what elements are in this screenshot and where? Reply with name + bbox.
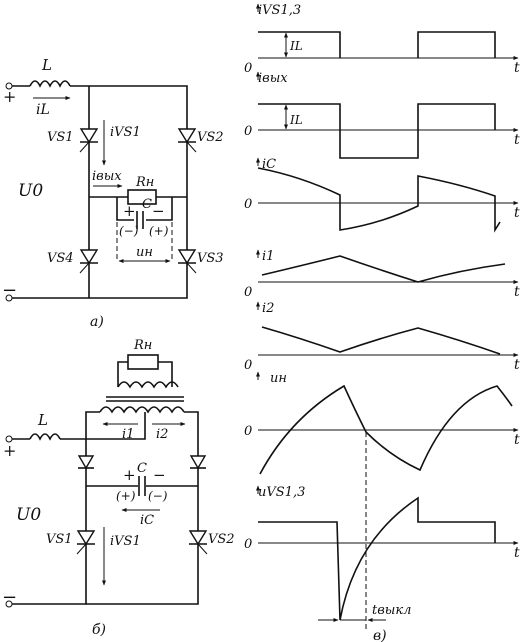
label-c-a: C bbox=[142, 197, 152, 212]
zero-label-un: 0 bbox=[244, 424, 252, 439]
zero-label-i2: 0 bbox=[244, 358, 252, 373]
rails-a bbox=[12, 85, 188, 299]
ylabel-i1: i1 bbox=[262, 249, 274, 264]
label-ivyx-a: iвых bbox=[92, 169, 122, 184]
zero-label-ivs13: 0 bbox=[244, 61, 252, 76]
ylabel-ic: iC bbox=[262, 157, 276, 172]
zero-label-i1: 0 bbox=[244, 285, 252, 300]
label-un-a: uн bbox=[136, 245, 153, 260]
ylabel-un: uн bbox=[270, 371, 287, 386]
ylabel-ivs13: iVS1,3 bbox=[258, 3, 301, 18]
label-rn-b: Rн bbox=[133, 338, 152, 353]
label-cap-alt-right-a: (+) bbox=[149, 224, 169, 238]
label-cap-alt-left-b: (+) bbox=[116, 489, 136, 503]
thyristor-vs3-a bbox=[177, 249, 197, 274]
trace-i2 bbox=[261, 326, 501, 355]
t-label-i2: t bbox=[514, 357, 520, 373]
t-label-uvs13: t bbox=[514, 545, 520, 561]
label-plus-a: + bbox=[3, 87, 16, 106]
label-plus-b: + bbox=[3, 441, 16, 460]
label-ivs1-b: iVS1 bbox=[110, 534, 141, 549]
label-cap-plus-b: + bbox=[123, 466, 136, 484]
thyristor-vs1-a bbox=[79, 128, 99, 153]
thyristor-vs4-a bbox=[79, 249, 99, 274]
label-ic-b: iC bbox=[140, 513, 154, 528]
label-cap-minus-b: − bbox=[153, 466, 166, 484]
label-u0-b: U0 bbox=[16, 505, 41, 525]
inductor-l-b bbox=[29, 433, 61, 441]
trace-ivs13 bbox=[258, 31, 496, 58]
ylabel-i2: i2 bbox=[262, 301, 274, 316]
thyristor-upper-left-b bbox=[77, 455, 95, 470]
t-label-ivyx: t bbox=[514, 132, 520, 148]
trace-un bbox=[259, 384, 513, 475]
il-label-2: IL bbox=[289, 113, 303, 127]
label-vs2-a: VS2 bbox=[197, 130, 224, 145]
label-vs4-a: VS4 bbox=[47, 251, 74, 266]
label-minus-a: − bbox=[2, 280, 17, 301]
label-ivs1-a: iVS1 bbox=[110, 125, 141, 140]
label-t-off: tвыкл bbox=[372, 603, 411, 618]
label-cap-alt-left-a: (−) bbox=[119, 224, 139, 238]
caption-a: а) bbox=[90, 314, 104, 330]
label-i2-b: i2 bbox=[156, 427, 168, 442]
t-label-i1: t bbox=[514, 284, 520, 300]
circuit-a bbox=[5, 80, 197, 302]
zero-label-ivyx: 0 bbox=[244, 124, 252, 139]
label-il-a: iL bbox=[36, 102, 50, 118]
label-cap-plus-a: + bbox=[123, 202, 136, 220]
label-rn-a: Rн bbox=[135, 175, 154, 190]
label-c-b: C bbox=[137, 461, 147, 476]
label-i1-b: i1 bbox=[122, 427, 134, 442]
trace-uvs13 bbox=[258, 496, 496, 621]
t-label-ic: t bbox=[514, 205, 520, 221]
thyristor-vs2-b bbox=[188, 530, 208, 555]
label-vs1-a: VS1 bbox=[47, 130, 74, 145]
label-vs3-a: VS3 bbox=[197, 251, 224, 266]
caption-c: в) bbox=[373, 628, 387, 642]
label-l-b: L bbox=[37, 411, 48, 429]
trace-ic bbox=[257, 167, 501, 233]
trace-ivyx bbox=[258, 103, 496, 159]
label-minus-b: − bbox=[2, 587, 17, 608]
label-vs2-b: VS2 bbox=[208, 532, 235, 547]
label-cap-minus-a: − bbox=[152, 202, 165, 220]
thyristor-vs2-a bbox=[177, 128, 197, 153]
ylabel-uvs13: uVS1,3 bbox=[258, 485, 305, 500]
transformer-secondary-b bbox=[117, 381, 179, 389]
label-u0-a: U0 bbox=[18, 181, 43, 201]
label-vs1-b: VS1 bbox=[46, 532, 73, 547]
zero-label-ic: 0 bbox=[244, 197, 252, 212]
resistor-rn-b bbox=[127, 354, 159, 370]
label-l-a: L bbox=[41, 56, 52, 74]
thyristor-vs1-b bbox=[76, 530, 96, 555]
t-label-un: t bbox=[514, 432, 520, 448]
caption-b: б) bbox=[92, 622, 106, 638]
circuit-b bbox=[5, 354, 208, 608]
ylabel-ivyx: iвых bbox=[258, 71, 288, 86]
t-label-ivs13: t bbox=[514, 60, 520, 76]
waveform-panel: iVS1,3t0iвыхt0iCt0i1t0i2t0uнt0uVS1,3t0IL… bbox=[244, 3, 520, 642]
trace-i1 bbox=[261, 255, 506, 283]
label-cap-alt-right-b: (−) bbox=[148, 489, 168, 503]
il-label-1: IL bbox=[289, 39, 303, 53]
thyristor-upper-right-b bbox=[189, 455, 207, 470]
zero-label-uvs13: 0 bbox=[244, 537, 252, 552]
inductor-l-a bbox=[29, 80, 71, 88]
transformer-primary-b bbox=[99, 406, 185, 414]
